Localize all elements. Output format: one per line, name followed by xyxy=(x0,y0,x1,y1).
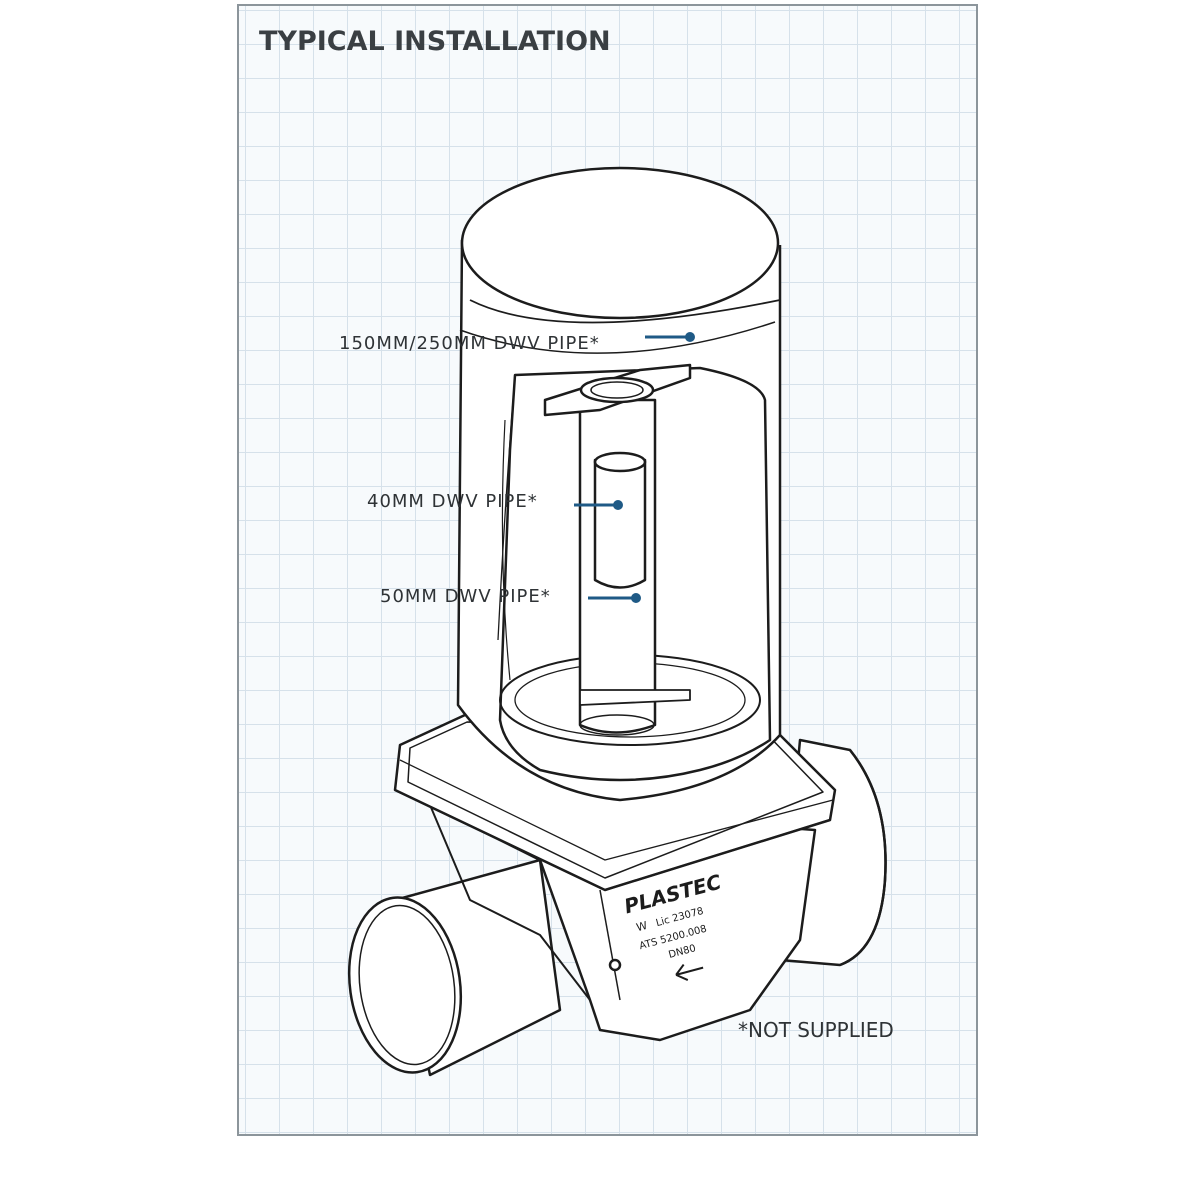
lower-bracket xyxy=(579,689,691,706)
pipe-40mm xyxy=(593,451,647,589)
diagram-title: TYPICAL INSTALLATION xyxy=(259,26,611,57)
flow-arrow-icon xyxy=(675,963,704,981)
pipe-bracket xyxy=(543,363,692,417)
label-40mm-pipe: 40MM DWV PIPE* xyxy=(367,491,538,512)
leader-lines xyxy=(574,332,695,603)
left-pipe-stub xyxy=(347,858,562,1077)
label-outer-pipe: 150MM/250MM DWV PIPE* xyxy=(339,333,600,354)
marking-line1: W xyxy=(635,919,649,934)
gully-body xyxy=(418,798,817,1042)
label-50mm-pipe: 50MM DWV PIPE* xyxy=(380,586,551,607)
footnote-not-supplied: *NOT SUPPLIED xyxy=(738,1018,894,1042)
